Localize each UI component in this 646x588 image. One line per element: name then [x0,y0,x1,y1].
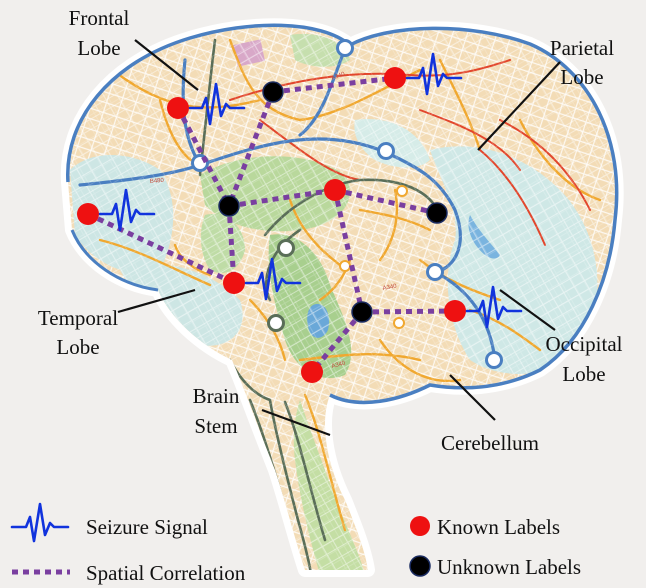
temporal-label-line2: Lobe [56,335,99,359]
occipital-label-line2: Lobe [562,362,605,386]
parietal-label-line1: Parietal [550,36,614,60]
legend-known-labels: Known Labels [437,515,560,539]
cerebellum-label: Cerebellum [441,431,539,455]
brainstem-label-line1: Brain [193,384,240,408]
parietal-label-line2: Lobe [560,65,603,89]
map-label-2: B480 [150,178,165,185]
frontal-label-line1: Frontal [69,6,130,30]
legend-unknown-labels: Unknown Labels [437,555,581,579]
frontal-label-line2: Lobe [77,36,120,60]
temporal-label-line1: Temporal [38,306,118,330]
unknown-label-dot-icon [410,556,430,576]
known-label-dot-icon [410,516,430,536]
brainstem-label-line2: Stem [194,414,237,438]
legend-spatial-correlation: Spatial Correlation [86,561,246,585]
legend-seizure-signal: Seizure Signal [86,515,208,539]
occipital-label-line1: Occipital [546,332,623,356]
